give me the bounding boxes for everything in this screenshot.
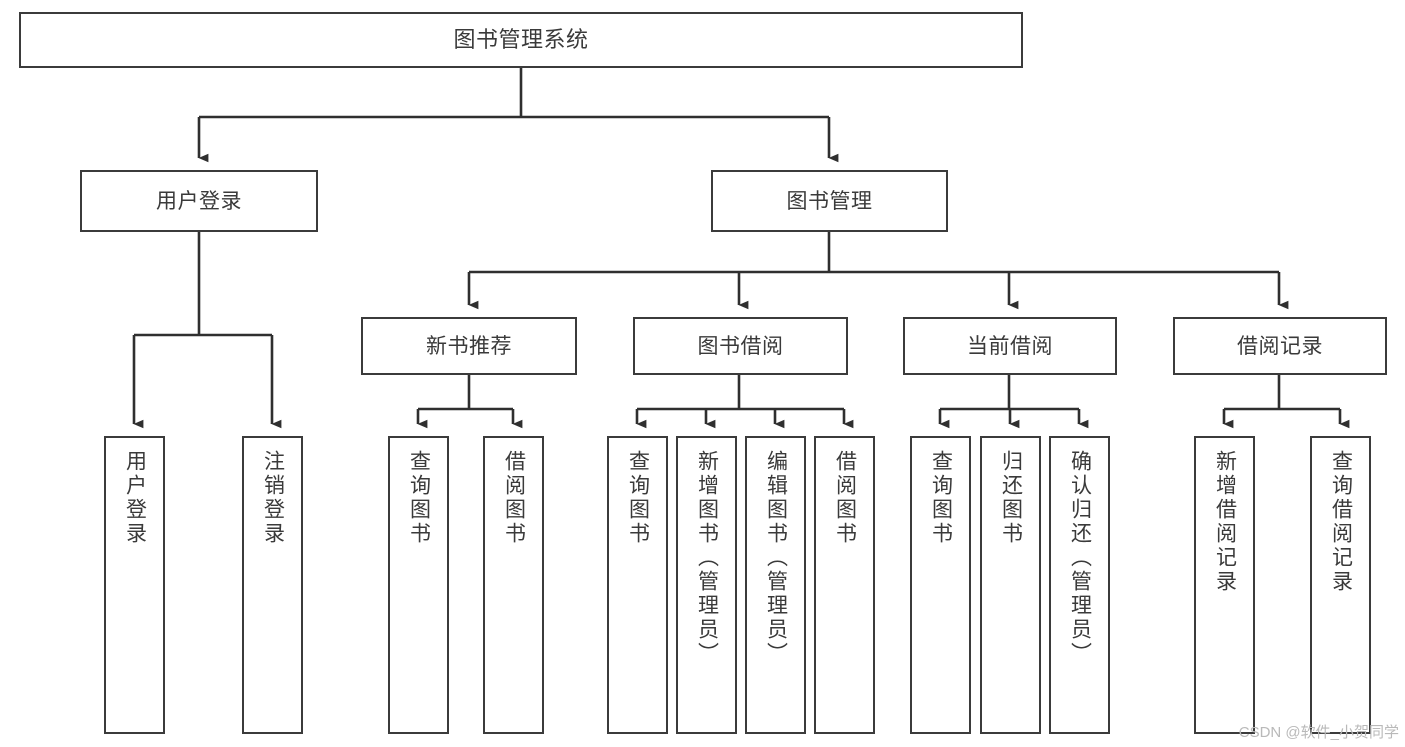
node-leaf-query-book-3-label: 查询图书 xyxy=(929,450,953,546)
node-new-book-recommend[interactable]: 新书推荐 xyxy=(361,317,577,375)
node-leaf-return-book-label: 归还图书 xyxy=(999,450,1023,546)
node-user-login[interactable]: 用户登录 xyxy=(80,170,318,232)
node-book-borrow-label: 图书借阅 xyxy=(697,334,784,358)
node-new-book-recommend-label: 新书推荐 xyxy=(426,334,512,358)
node-current-borrow-label: 当前借阅 xyxy=(967,334,1053,358)
node-book-manage[interactable]: 图书管理 xyxy=(711,170,948,232)
node-leaf-add-record-label: 新增借阅记录 xyxy=(1213,450,1237,594)
watermark: CSDN @软件_小贺同学 xyxy=(1238,724,1399,741)
node-leaf-edit-book[interactable]: 编辑图书（管理员） xyxy=(745,436,806,734)
node-borrow-record[interactable]: 借阅记录 xyxy=(1173,317,1387,375)
node-leaf-query-book-1[interactable]: 查询图书 xyxy=(388,436,449,734)
node-leaf-query-book-3[interactable]: 查询图书 xyxy=(910,436,971,734)
node-leaf-return-book[interactable]: 归还图书 xyxy=(980,436,1041,734)
node-leaf-borrow-book-2[interactable]: 借阅图书 xyxy=(814,436,875,734)
node-leaf-borrow-book-2-label: 借阅图书 xyxy=(833,450,857,546)
node-leaf-user-login[interactable]: 用户登录 xyxy=(104,436,165,734)
node-leaf-borrow-book-1-label: 借阅图书 xyxy=(502,450,526,546)
node-book-borrow[interactable]: 图书借阅 xyxy=(633,317,848,375)
node-leaf-query-book-1-label: 查询图书 xyxy=(407,450,431,546)
node-root[interactable]: 图书管理系统 xyxy=(19,12,1023,68)
node-leaf-add-record[interactable]: 新增借阅记录 xyxy=(1194,436,1255,734)
node-leaf-query-book-2-label: 查询图书 xyxy=(626,450,650,546)
node-root-label: 图书管理系统 xyxy=(453,27,589,52)
node-leaf-query-book-2[interactable]: 查询图书 xyxy=(607,436,668,734)
node-leaf-add-book-label: 新增图书（管理员） xyxy=(695,450,719,666)
node-leaf-edit-book-label: 编辑图书（管理员） xyxy=(764,450,788,666)
node-user-login-label: 用户登录 xyxy=(156,189,242,213)
node-leaf-query-record[interactable]: 查询借阅记录 xyxy=(1310,436,1371,734)
node-leaf-query-record-label: 查询借阅记录 xyxy=(1329,450,1353,594)
node-leaf-logout-label: 注销登录 xyxy=(261,450,285,546)
node-book-manage-label: 图书管理 xyxy=(786,189,873,213)
node-borrow-record-label: 借阅记录 xyxy=(1237,334,1323,358)
node-leaf-user-login-label: 用户登录 xyxy=(123,450,147,546)
node-current-borrow[interactable]: 当前借阅 xyxy=(903,317,1117,375)
node-leaf-logout[interactable]: 注销登录 xyxy=(242,436,303,734)
node-leaf-add-book[interactable]: 新增图书（管理员） xyxy=(676,436,737,734)
node-leaf-confirm-return-label: 确认归还（管理员） xyxy=(1068,450,1092,666)
node-leaf-borrow-book-1[interactable]: 借阅图书 xyxy=(483,436,544,734)
node-leaf-confirm-return[interactable]: 确认归还（管理员） xyxy=(1049,436,1110,734)
